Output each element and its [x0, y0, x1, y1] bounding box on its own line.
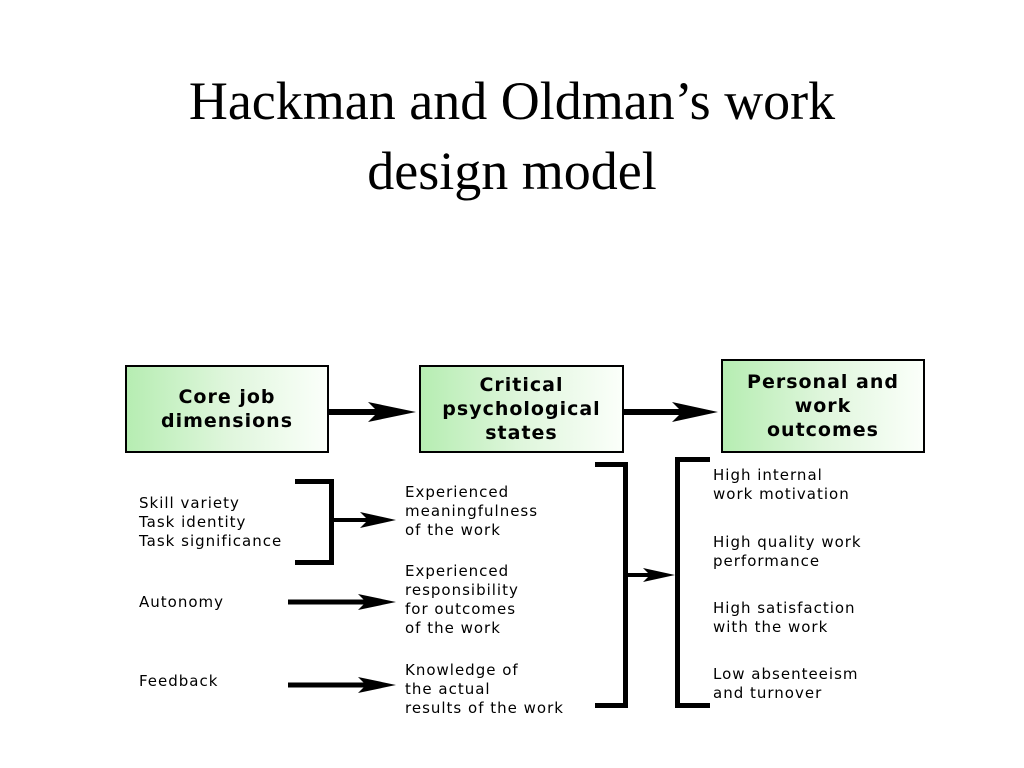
- box-label: work: [794, 395, 852, 417]
- title-line-1: Hackman and Oldman’s work: [188, 71, 836, 131]
- meaningfulness-state: Experienced meaningfulness of the work: [405, 483, 538, 540]
- slide-title: Hackman and Oldman’s work design model: [0, 66, 1024, 206]
- responsibility-state: Experienced responsibility for outcomes …: [405, 562, 519, 638]
- turnover-outcome: Low absenteeism and turnover: [713, 665, 859, 703]
- box-arrow-2: [624, 402, 718, 422]
- critical-states-box: Critical psychological states: [419, 365, 624, 453]
- motivation-outcome: High internal work motivation: [713, 466, 850, 504]
- list-item: for outcomes: [405, 600, 517, 618]
- list-item: results of the work: [405, 699, 564, 717]
- list-item: the actual: [405, 680, 491, 698]
- list-item: meaningfulness: [405, 502, 539, 520]
- box-label: psychological: [442, 398, 601, 420]
- box-label: Critical: [479, 374, 564, 396]
- feedback-arrow: [288, 677, 396, 693]
- list-item: Experienced: [405, 562, 510, 580]
- list-item: Task identity: [139, 513, 247, 531]
- outcomes-bracket: [675, 457, 710, 708]
- box-label: states: [485, 422, 558, 444]
- autonomy-label: Autonomy: [139, 593, 224, 611]
- core-job-dimensions-box: Core job dimensions: [125, 365, 329, 453]
- list-item: Experienced: [405, 483, 510, 501]
- knowledge-state: Knowledge of the actual results of the w…: [405, 661, 564, 718]
- list-item: and turnover: [713, 684, 823, 702]
- list-item: with the work: [713, 618, 829, 636]
- list-item: High quality work: [713, 533, 862, 551]
- satisfaction-outcome: High satisfaction with the work: [713, 599, 856, 637]
- performance-outcome: High quality work performance: [713, 533, 862, 571]
- skill-group-arrow: [334, 512, 396, 528]
- skill-group-bracket: [295, 479, 334, 565]
- box-label: Personal and: [747, 371, 899, 393]
- list-item: responsibility: [405, 581, 519, 599]
- list-item: work motivation: [713, 485, 850, 503]
- title-line-2: design model: [367, 141, 657, 201]
- skill-task-group: Skill variety Task identity Task signifi…: [139, 494, 282, 551]
- autonomy-arrow: [288, 594, 396, 610]
- feedback-label: Feedback: [139, 672, 219, 690]
- list-item: of the work: [405, 521, 501, 539]
- list-item: High internal: [713, 466, 823, 484]
- list-item: Knowledge of: [405, 661, 519, 679]
- states-to-outcomes-arrow: [628, 568, 675, 582]
- box-label: dimensions: [160, 410, 294, 432]
- list-item: performance: [713, 552, 821, 570]
- box-arrow-1: [329, 402, 416, 422]
- outcomes-box: Personal and work outcomes: [721, 359, 925, 453]
- states-bracket: [595, 462, 628, 708]
- list-item: Low absenteeism: [713, 665, 859, 683]
- list-item: Skill variety: [139, 494, 240, 512]
- list-item: Task significance: [139, 532, 283, 550]
- list-item: of the work: [405, 619, 501, 637]
- box-label: outcomes: [767, 419, 879, 441]
- box-label: Core job: [178, 386, 276, 408]
- list-item: High satisfaction: [713, 599, 856, 617]
